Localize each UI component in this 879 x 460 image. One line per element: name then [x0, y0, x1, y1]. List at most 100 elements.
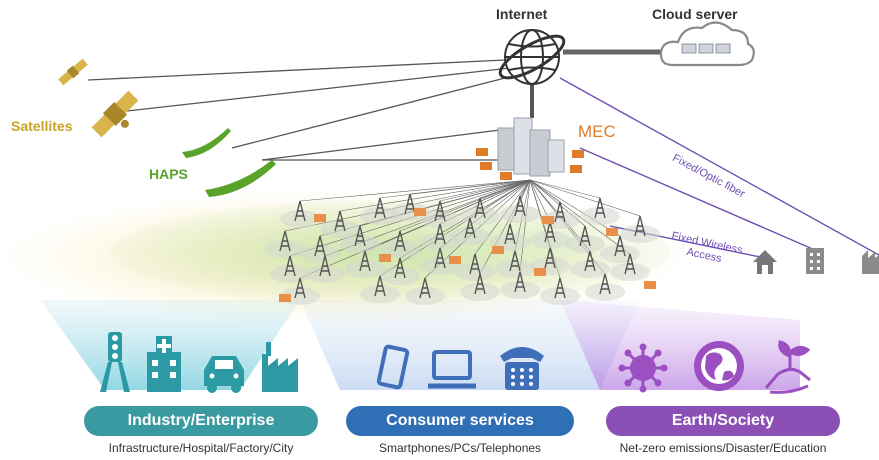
cell-coverage [265, 203, 660, 305]
cell-ellipse [565, 235, 605, 253]
car-icon [204, 356, 244, 393]
cell-ellipse [540, 287, 580, 305]
edge-server-icon [279, 294, 291, 302]
cell-tower-icon [544, 247, 556, 269]
telephone-icon [500, 347, 544, 390]
cell-ellipse [265, 240, 305, 258]
cell-tower-icon [279, 230, 291, 252]
building-icon [806, 248, 824, 274]
consumer-subtitle: Smartphones/PCs/Telephones [378, 441, 542, 455]
edge-server-icon [414, 208, 426, 216]
cell-ellipse [390, 203, 430, 221]
cell-tower-icon [464, 217, 476, 239]
cell-tower-icon [354, 225, 366, 247]
cell-ellipse [420, 233, 460, 251]
edge-server-icon [606, 228, 618, 236]
cell-ellipse [360, 285, 400, 303]
smartphone-icon [376, 344, 410, 390]
cell-tower-icon [419, 277, 431, 299]
satellite-icon [58, 58, 88, 86]
haps-icon [182, 128, 276, 197]
cell-tower-icon [509, 250, 521, 272]
consumer-beam [300, 300, 640, 390]
cell-ellipse [380, 240, 420, 258]
cell-ellipse [500, 205, 540, 223]
cell-tower-icon [514, 195, 526, 217]
haps-label: HAPS [149, 166, 188, 182]
cell-tower-icon [284, 255, 296, 277]
cell-tower-icon [334, 210, 346, 232]
edge-server-icon [542, 216, 554, 224]
cell-ellipse [360, 207, 400, 225]
edge-server-icon [449, 256, 461, 264]
cell-ellipse [340, 235, 380, 253]
satellites-label: Satellites [11, 118, 73, 134]
edge-server-icon [644, 281, 656, 289]
cell-ellipse [570, 260, 610, 278]
cell-tower-icon [359, 250, 371, 272]
cell-tower-icon [469, 253, 481, 275]
cell-ellipse [420, 210, 460, 228]
cell-ellipse [460, 207, 500, 225]
cell-ellipse [405, 287, 445, 305]
cell-tower-icon [599, 273, 611, 295]
cell-tower-icon [614, 235, 626, 257]
earth-subtitle: Net-zero emissions/Disaster/Education [619, 441, 827, 455]
backhaul-lines [87, 59, 511, 161]
cell-tower-icon [394, 230, 406, 252]
cell-ellipse [585, 283, 625, 301]
cell-ellipse [345, 260, 385, 278]
cell-tower-icon [554, 277, 566, 299]
cell-ellipse [300, 245, 340, 263]
cell-tower-icon [579, 225, 591, 247]
cell-tower-icon [434, 247, 446, 269]
cell-tower-icon [374, 275, 386, 297]
cell-tower-icon [624, 253, 636, 275]
cell-ellipse [270, 265, 310, 283]
cell-ellipse [380, 267, 420, 285]
virus-icon [618, 343, 668, 393]
earth-beam [560, 300, 800, 390]
cell-ellipse [620, 225, 660, 243]
hospital-icon [147, 336, 181, 392]
cloud-server-label: Cloud server [652, 6, 738, 22]
cell-tower-icon [474, 197, 486, 219]
plant-hand-icon [764, 340, 811, 394]
factory-endpoint-icon [862, 250, 879, 274]
industry-enterprise-pill: Industry/Enterprise [84, 406, 318, 436]
satellite-icon [91, 90, 139, 138]
cell-tower-icon [584, 250, 596, 272]
cell-tower-icon [434, 200, 446, 222]
cell-tower-icon [594, 197, 606, 219]
cell-tower-icon [374, 197, 386, 219]
cell-ellipse [460, 283, 500, 301]
cell-tower-icon [514, 271, 526, 293]
cell-ellipse [280, 210, 320, 228]
mec-building-icon [476, 117, 584, 180]
mec-label: MEC [578, 122, 616, 141]
cloud-server-icon [659, 21, 755, 67]
cell-ellipse [305, 265, 345, 283]
cell-tower-icon [394, 257, 406, 279]
edge-server-icon [314, 214, 326, 222]
internet-label: Internet [496, 6, 548, 22]
cell-ellipse [580, 207, 620, 225]
cell-tower-icon [634, 215, 646, 237]
cell-tower-icon [434, 223, 446, 245]
traffic-light-icon [100, 332, 130, 392]
cell-tower-icon [294, 277, 306, 299]
cell-tower-icon [504, 223, 516, 245]
cell-tower-icon [314, 235, 326, 257]
cell-ellipse [450, 227, 490, 245]
cell-tower-icon [544, 221, 556, 243]
cell-tower-icon [294, 200, 306, 222]
edge-server-icon [379, 254, 391, 262]
cell-tower-icon [474, 273, 486, 295]
edge-server-icon [534, 268, 546, 276]
cell-ellipse [320, 220, 360, 238]
cell-ellipse [455, 263, 495, 281]
cell-ellipse [495, 260, 535, 278]
earth-society-pill: Earth/Society [606, 406, 840, 436]
